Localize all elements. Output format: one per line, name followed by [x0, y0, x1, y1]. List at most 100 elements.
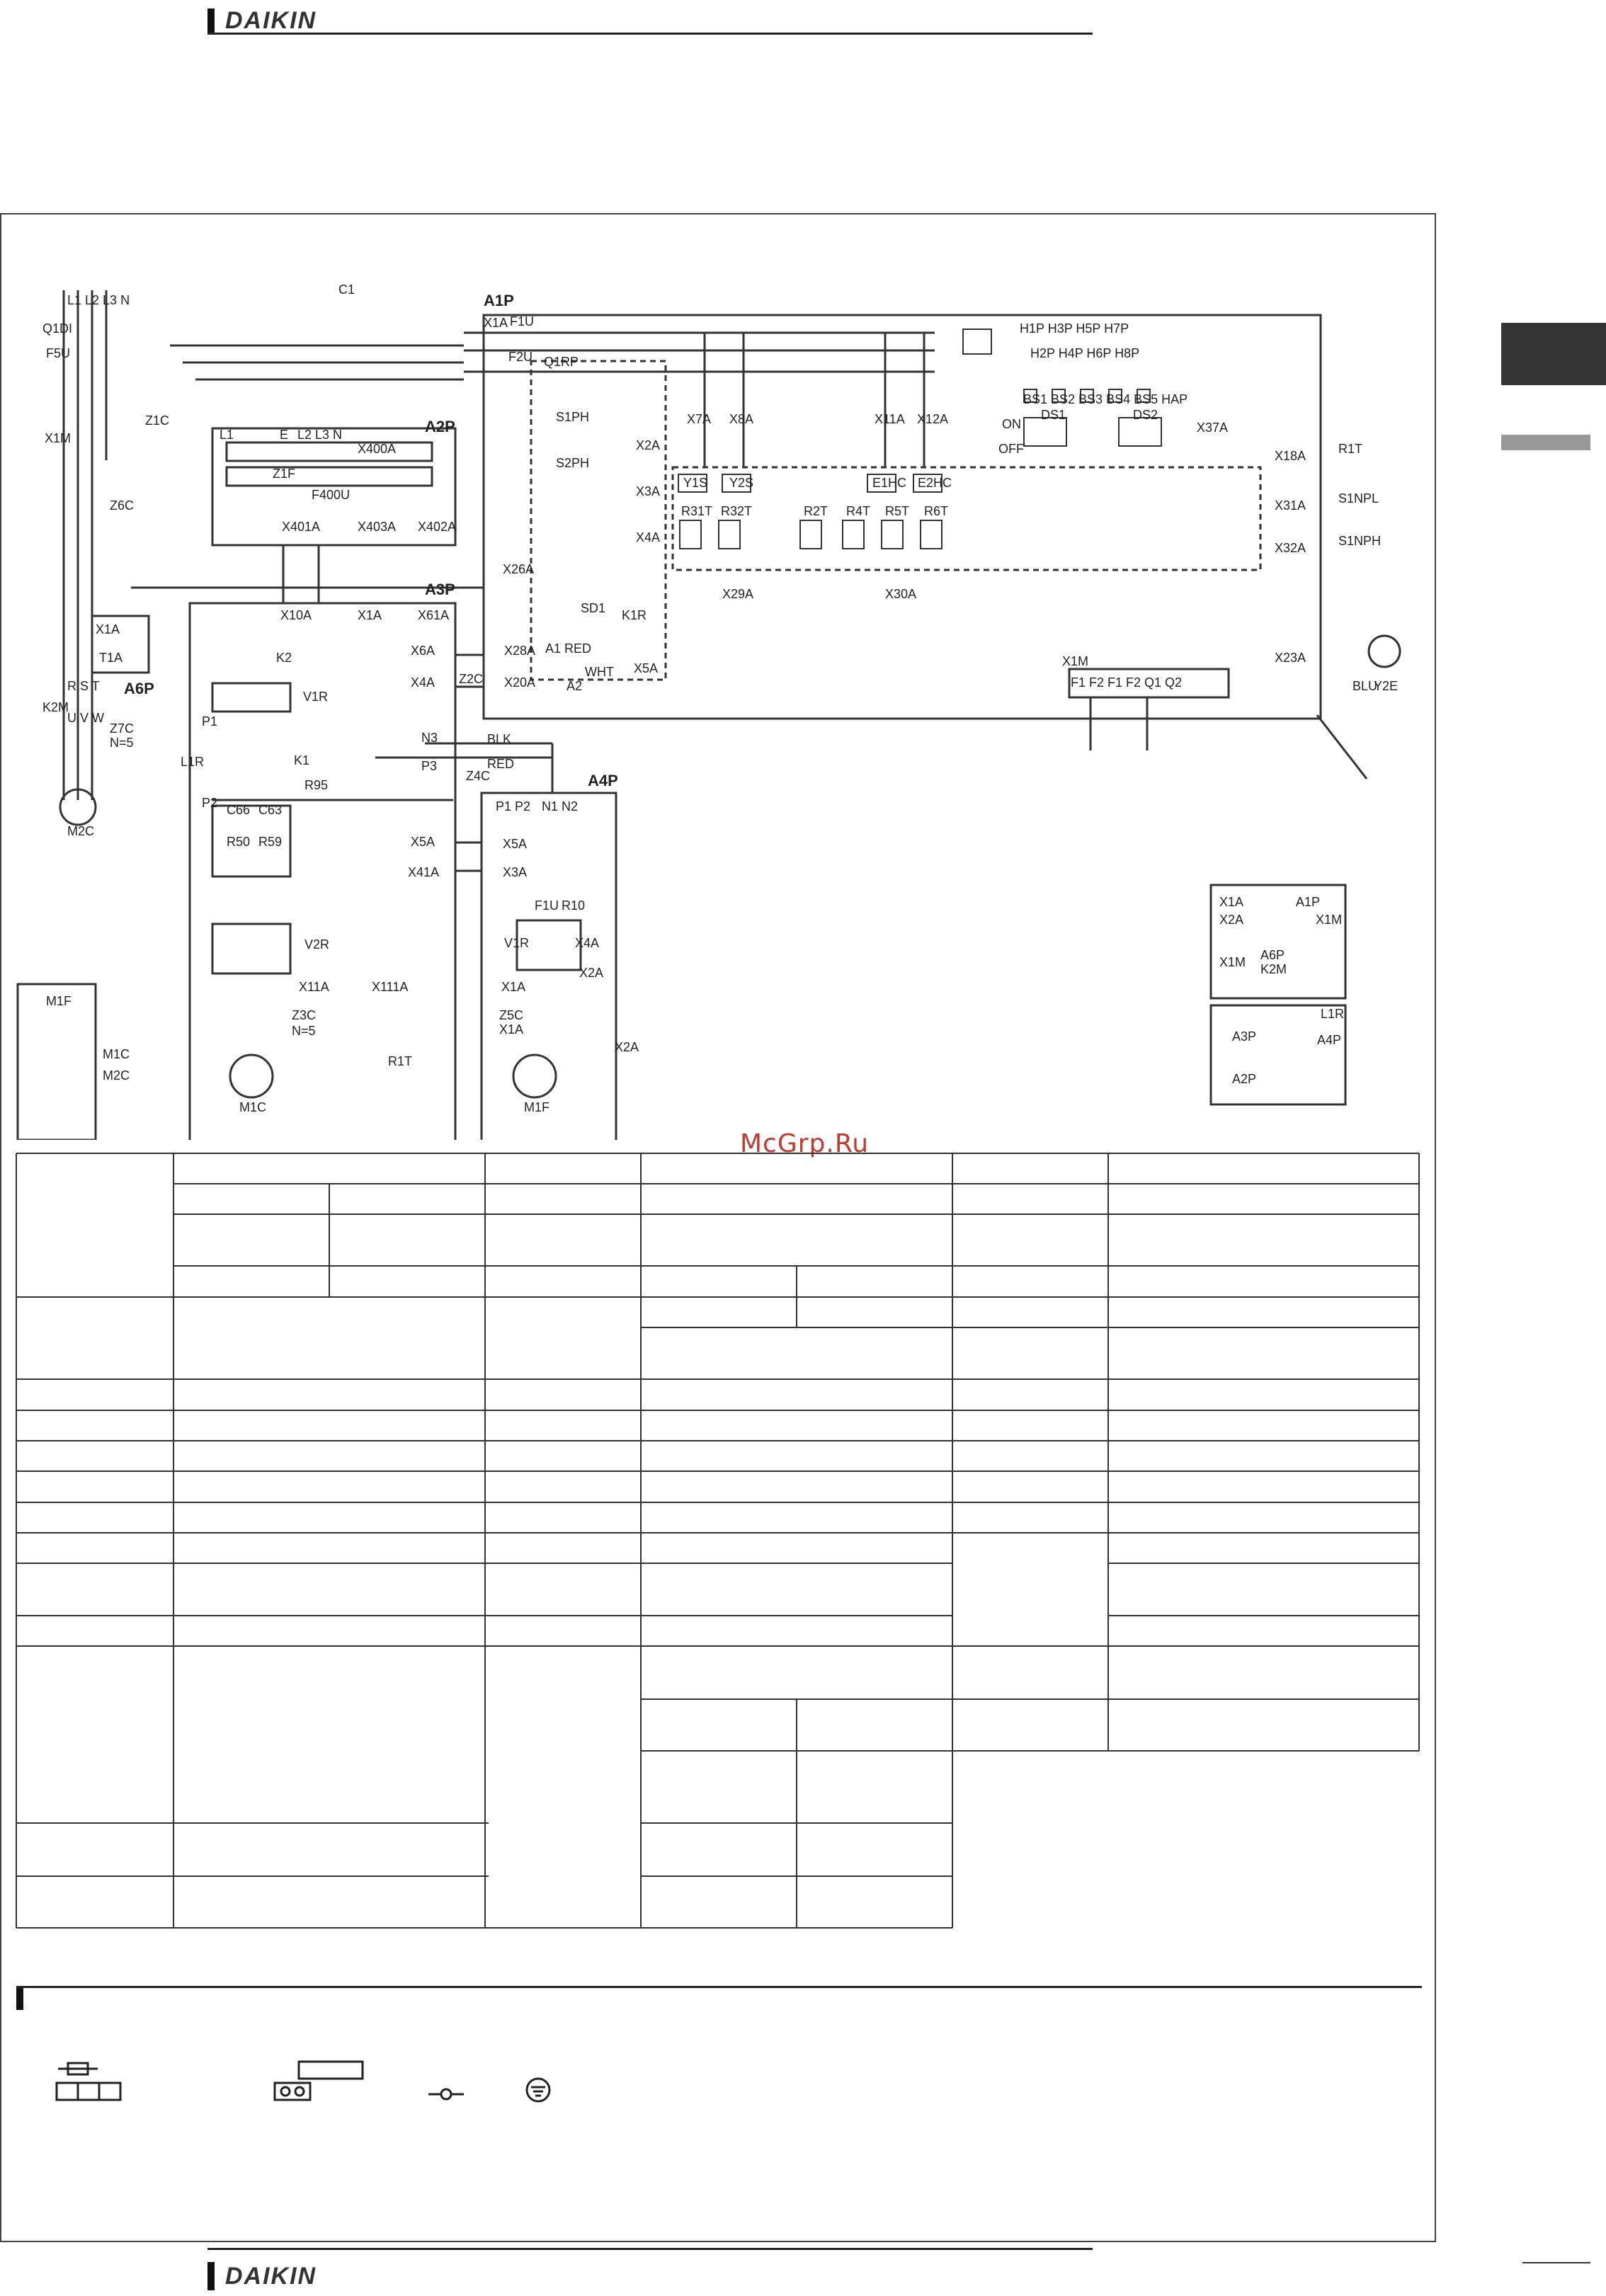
svg-text:A1P: A1P — [1296, 895, 1320, 909]
svg-text:V2R: V2R — [304, 937, 329, 952]
footer-brand-mark — [207, 2262, 215, 2290]
svg-text:X2A: X2A — [615, 1040, 639, 1054]
svg-text:R50: R50 — [227, 835, 250, 849]
legend-field-terminal — [440, 2088, 452, 2101]
svg-text:X8A: X8A — [729, 412, 753, 426]
svg-text:L1R: L1R — [181, 755, 204, 769]
svg-text:X23A: X23A — [1275, 651, 1306, 665]
svg-text:K1R: K1R — [622, 608, 647, 622]
svg-text:A2P: A2P — [1232, 1072, 1256, 1086]
svg-text:M1F: M1F — [46, 994, 72, 1008]
svg-text:Z7C: Z7C — [110, 721, 134, 736]
svg-text:Z6C: Z6C — [110, 498, 134, 513]
svg-text:N=5: N=5 — [110, 736, 134, 750]
svg-text:R1T: R1T — [1338, 442, 1362, 456]
legend-plug-b — [294, 2086, 305, 2097]
svg-text:P2: P2 — [202, 796, 217, 810]
svg-text:Q1RP: Q1RP — [544, 355, 579, 369]
svg-text:F1U: F1U — [510, 314, 534, 329]
svg-text:BS1 BS2 BS3 BS4 BS5 HAP: BS1 BS2 BS3 BS4 BS5 HAP — [1023, 392, 1188, 406]
svg-text:X30A: X30A — [885, 587, 916, 601]
svg-text:X12A: X12A — [917, 412, 948, 426]
svg-text:Z1C: Z1C — [145, 413, 169, 428]
svg-text:A4P: A4P — [1317, 1033, 1341, 1047]
svg-text:Y2E: Y2E — [1374, 679, 1398, 693]
svg-text:X1A: X1A — [484, 316, 508, 330]
svg-text:A3P: A3P — [425, 581, 455, 598]
svg-text:X3A: X3A — [503, 865, 527, 879]
svg-text:A6P: A6P — [124, 680, 154, 697]
header-rule — [207, 33, 1093, 35]
svg-text:S1NPL: S1NPL — [1338, 491, 1379, 506]
svg-text:X1M: X1M — [1316, 913, 1342, 927]
svg-text:C66: C66 — [227, 803, 250, 817]
motor-m1f — [512, 1053, 557, 1099]
legend-plug-a — [280, 2086, 291, 2097]
svg-text:R95: R95 — [304, 778, 328, 792]
a2p-board — [211, 427, 457, 547]
svg-text:Z4C: Z4C — [466, 769, 490, 783]
svg-text:X29A: X29A — [722, 587, 753, 601]
svg-text:R4T: R4T — [846, 504, 870, 518]
svg-text:P1: P1 — [202, 714, 217, 729]
svg-text:N=5: N=5 — [292, 1024, 316, 1038]
svg-text:N1 N2: N1 N2 — [542, 799, 578, 813]
svg-text:Z2C: Z2C — [459, 672, 483, 686]
motor-m2c — [59, 788, 97, 826]
svg-text:E2HC: E2HC — [918, 476, 952, 490]
a1p-board — [482, 314, 1322, 720]
svg-text:X41A: X41A — [408, 865, 439, 879]
svg-text:X28A: X28A — [504, 644, 535, 658]
parts-table — [16, 1153, 1420, 1929]
svg-text:X1M: X1M — [1219, 955, 1246, 969]
svg-text:F5U: F5U — [46, 346, 70, 360]
svg-text:ON: ON — [1002, 417, 1021, 431]
svg-text:A2P: A2P — [425, 418, 455, 435]
svg-text:L1R: L1R — [1321, 1007, 1344, 1021]
svg-text:F1 F2 F1 F2 Q1 Q2: F1 F2 F1 F2 Q1 Q2 — [1071, 675, 1182, 690]
svg-text:X5A: X5A — [634, 661, 658, 675]
page-corner-rule — [1522, 2262, 1590, 2263]
svg-text:S1PH: S1PH — [556, 410, 589, 424]
svg-text:RED: RED — [487, 757, 514, 771]
svg-text:E: E — [280, 428, 288, 442]
svg-text:L1: L1 — [220, 428, 234, 442]
svg-text:M1C: M1C — [103, 1047, 130, 1061]
svg-text:R59: R59 — [258, 835, 282, 849]
svg-text:X5A: X5A — [503, 837, 527, 851]
footer-rule — [207, 2248, 1093, 2250]
a1p-inner — [530, 360, 667, 681]
svg-text:X4A: X4A — [636, 530, 660, 544]
location-box-1 — [1209, 884, 1347, 1000]
svg-text:X400A: X400A — [358, 442, 396, 456]
svg-text:M2C: M2C — [103, 1068, 130, 1083]
svg-text:N3: N3 — [421, 731, 438, 745]
svg-text:X5A: X5A — [411, 835, 435, 849]
section-tab — [1501, 323, 1606, 385]
svg-text:X18A: X18A — [1275, 449, 1306, 463]
motor-y2e — [1367, 634, 1401, 668]
svg-text:K1: K1 — [294, 753, 309, 767]
svg-text:X1A: X1A — [358, 608, 382, 622]
svg-text:Z1F: Z1F — [273, 467, 295, 481]
svg-text:P1 P2: P1 P2 — [496, 799, 530, 813]
svg-text:X1A: X1A — [1219, 895, 1243, 909]
svg-text:X26A: X26A — [503, 562, 534, 576]
svg-text:C63: C63 — [258, 803, 282, 817]
svg-text:X7A: X7A — [687, 412, 711, 426]
footer-brand: DAIKIN — [225, 2263, 317, 2290]
svg-text:X37A: X37A — [1197, 421, 1228, 435]
svg-text:M1F: M1F — [524, 1100, 549, 1114]
ground-icon — [525, 2077, 551, 2103]
svg-text:M1C: M1C — [239, 1100, 266, 1114]
svg-text:F2U: F2U — [508, 350, 533, 364]
svg-text:X1A: X1A — [499, 1022, 523, 1036]
svg-text:A3P: A3P — [1232, 1029, 1256, 1044]
wiring-diagram: L1 L2 L3 N Q1DI F5U X1M Z1C C1 Z6C A1P A… — [16, 282, 1401, 1140]
svg-text:F400U: F400U — [312, 488, 350, 502]
svg-text:X3A: X3A — [636, 484, 660, 498]
svg-text:C1: C1 — [338, 282, 355, 297]
svg-text:X1A: X1A — [96, 622, 120, 636]
svg-text:A2: A2 — [566, 679, 582, 693]
section-subtab — [1501, 435, 1590, 450]
